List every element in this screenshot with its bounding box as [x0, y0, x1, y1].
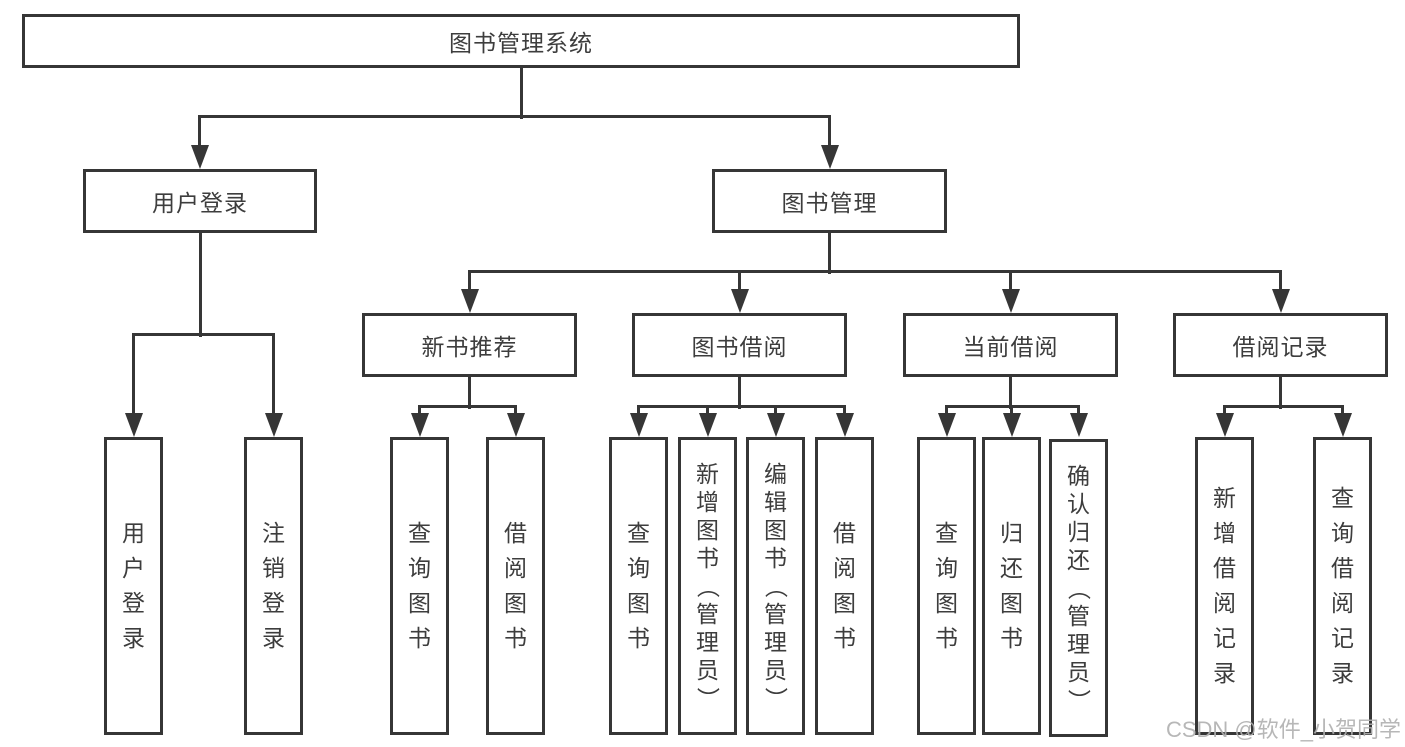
node-leaf-borrow-add: 新增图书（管理员）	[678, 437, 737, 735]
node-leaf-current-confirm: 确认归还（管理员）	[1049, 439, 1108, 737]
arrow-down-icon	[460, 289, 479, 313]
node-leaf-current-query-label: 查询图书	[935, 520, 958, 651]
node-leaf-current-confirm-label: 确认归还（管理员）	[1066, 462, 1092, 712]
connector-line	[198, 116, 201, 149]
node-leaf-record-add: 新增借阅记录	[1195, 437, 1254, 735]
arrow-down-icon	[1333, 413, 1352, 437]
connector-line	[132, 334, 135, 417]
connector-line	[418, 406, 421, 417]
node-leaf-borrow-query: 查询图书	[609, 437, 668, 735]
connector-line	[774, 406, 777, 417]
node-leaf-logout: 注销登录	[244, 437, 303, 735]
connector-line	[828, 116, 831, 149]
node-user-login-label: 用户登录	[152, 190, 248, 216]
node-new-book-recommend: 新书推荐	[362, 313, 577, 377]
node-leaf-record-query-label: 查询借阅记录	[1331, 485, 1354, 686]
node-book-management: 图书管理	[712, 169, 947, 233]
connector-line	[468, 377, 471, 409]
node-current-borrow-label: 当前借阅	[962, 334, 1059, 360]
arrow-down-icon	[835, 413, 854, 437]
connector-line	[1341, 406, 1344, 417]
arrow-down-icon	[124, 413, 143, 437]
node-book-borrow: 图书借阅	[632, 313, 847, 377]
arrow-down-icon	[506, 413, 525, 437]
connector-line	[1279, 377, 1282, 409]
node-user-login: 用户登录	[83, 169, 317, 233]
arrow-down-icon	[410, 413, 429, 437]
connector-line	[828, 233, 831, 274]
arrow-down-icon	[937, 413, 956, 437]
connector-line	[132, 332, 275, 336]
node-leaf-borrow-borrow: 借阅图书	[815, 437, 874, 735]
connector-line	[198, 114, 831, 118]
connector-line	[468, 269, 1282, 273]
node-library-system: 图书管理系统	[22, 14, 1020, 68]
connector-line	[272, 334, 275, 417]
arrow-down-icon	[1215, 413, 1234, 437]
connector-line	[637, 404, 846, 408]
node-leaf-record-add-label: 新增借阅记录	[1213, 485, 1236, 686]
arrow-down-icon	[1069, 413, 1088, 437]
arrow-down-icon	[190, 145, 209, 169]
node-book-borrow-label: 图书借阅	[691, 334, 788, 360]
connector-line	[1009, 377, 1012, 409]
connector-line	[1223, 406, 1226, 417]
node-leaf-record-query: 查询借阅记录	[1313, 437, 1372, 735]
node-leaf-newbook-borrow-label: 借阅图书	[504, 520, 527, 651]
connector-line	[738, 377, 741, 409]
connector-line	[945, 406, 948, 417]
connector-line	[1010, 406, 1013, 417]
connector-line	[1279, 271, 1282, 293]
node-leaf-borrow-edit-label: 编辑图书（管理员）	[763, 460, 789, 710]
node-leaf-newbook-query-label: 查询图书	[408, 520, 431, 651]
connector-line	[706, 406, 709, 417]
arrow-down-icon	[820, 145, 839, 169]
node-leaf-user-login: 用户登录	[104, 437, 163, 735]
arrow-down-icon	[730, 289, 749, 313]
node-leaf-newbook-borrow: 借阅图书	[486, 437, 545, 735]
connector-line	[1077, 406, 1080, 417]
node-borrow-record: 借阅记录	[1173, 313, 1388, 377]
connector-line	[418, 404, 517, 408]
connector-line	[637, 406, 640, 417]
arrow-down-icon	[1001, 289, 1020, 313]
arrow-down-icon	[629, 413, 648, 437]
node-library-system-label: 图书管理系统	[449, 30, 593, 56]
node-book-management-label: 图书管理	[781, 190, 878, 216]
node-leaf-borrow-borrow-label: 借阅图书	[833, 520, 856, 651]
connector-line	[514, 406, 517, 417]
node-leaf-newbook-query: 查询图书	[390, 437, 449, 735]
node-leaf-borrow-add-label: 新增图书（管理员）	[695, 460, 721, 710]
node-leaf-user-login-label: 用户登录	[122, 520, 145, 651]
arrow-down-icon	[698, 413, 717, 437]
node-borrow-record-label: 借阅记录	[1232, 334, 1329, 360]
connector-line	[1009, 271, 1012, 293]
node-leaf-logout-label: 注销登录	[262, 520, 285, 651]
connector-line	[843, 406, 846, 417]
node-leaf-current-return-label: 归还图书	[1000, 520, 1023, 651]
connector-line	[468, 271, 471, 293]
node-leaf-borrow-edit: 编辑图书（管理员）	[746, 437, 805, 735]
connector-line	[1223, 404, 1344, 408]
node-leaf-current-return: 归还图书	[982, 437, 1041, 735]
watermark: CSDN @软件_小贺同学	[1165, 717, 1401, 742]
node-new-book-recommend-label: 新书推荐	[421, 334, 518, 360]
arrow-down-icon	[1271, 289, 1290, 313]
connector-line	[519, 68, 523, 119]
arrow-down-icon	[766, 413, 785, 437]
node-leaf-borrow-query-label: 查询图书	[627, 520, 650, 651]
node-leaf-current-query: 查询图书	[917, 437, 976, 735]
arrow-down-icon	[264, 413, 283, 437]
arrow-down-icon	[1002, 413, 1021, 437]
connector-line	[198, 233, 202, 337]
connector-line	[738, 271, 741, 293]
node-current-borrow: 当前借阅	[903, 313, 1118, 377]
